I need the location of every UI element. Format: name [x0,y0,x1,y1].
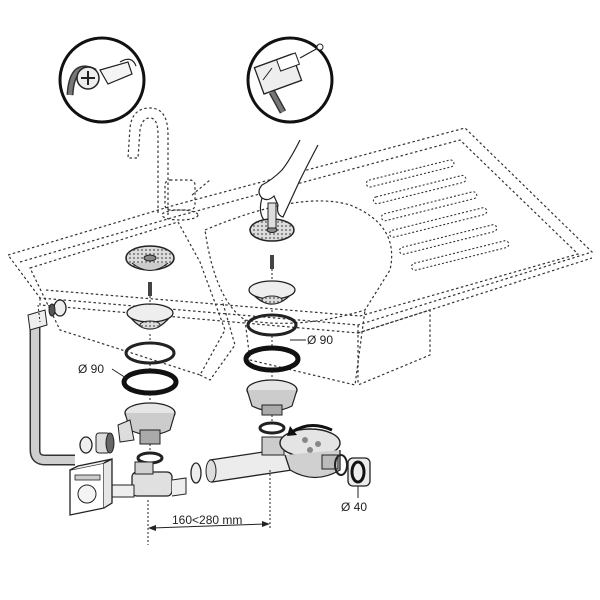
left-basket-cup [126,303,174,330]
diameter-label-outlet: Ø 40 [341,500,368,514]
left-stem [148,282,152,296]
left-drain-body [117,402,176,445]
right-stem [270,255,274,269]
drainboard-grooves [365,159,510,271]
overflow-hose [27,299,75,466]
washing-machine-icon [69,457,113,516]
rotation-arrow-icon [287,424,333,436]
lower-trap-left [109,461,187,498]
leader-d90-left [111,368,127,379]
hose-connector-left [79,432,115,454]
left-gasket-thin [124,341,176,365]
right-drain-body [246,379,298,416]
distance-range-label: 160<280 mm [172,513,243,527]
distance-dimension [147,470,271,545]
diameter-label-right: Ø 90 [307,333,334,347]
right-gasket-thin [246,313,298,337]
right-strainer-basket [249,202,295,242]
left-strainer-basket [125,245,175,271]
outlet-gasket-and-nut [334,454,371,487]
right-basket-cup [248,280,296,305]
overflow-plate-detail-icon [246,36,334,124]
left-gasket-thick [121,368,179,396]
overflow-connection-detail-icon [58,36,146,124]
right-nut [258,421,286,435]
right-gasket-thick [243,345,301,373]
sink-outline [7,127,594,386]
diameter-label-left: Ø 90 [78,362,105,376]
main-trap-body [261,428,341,479]
faucet-outline [127,107,211,221]
